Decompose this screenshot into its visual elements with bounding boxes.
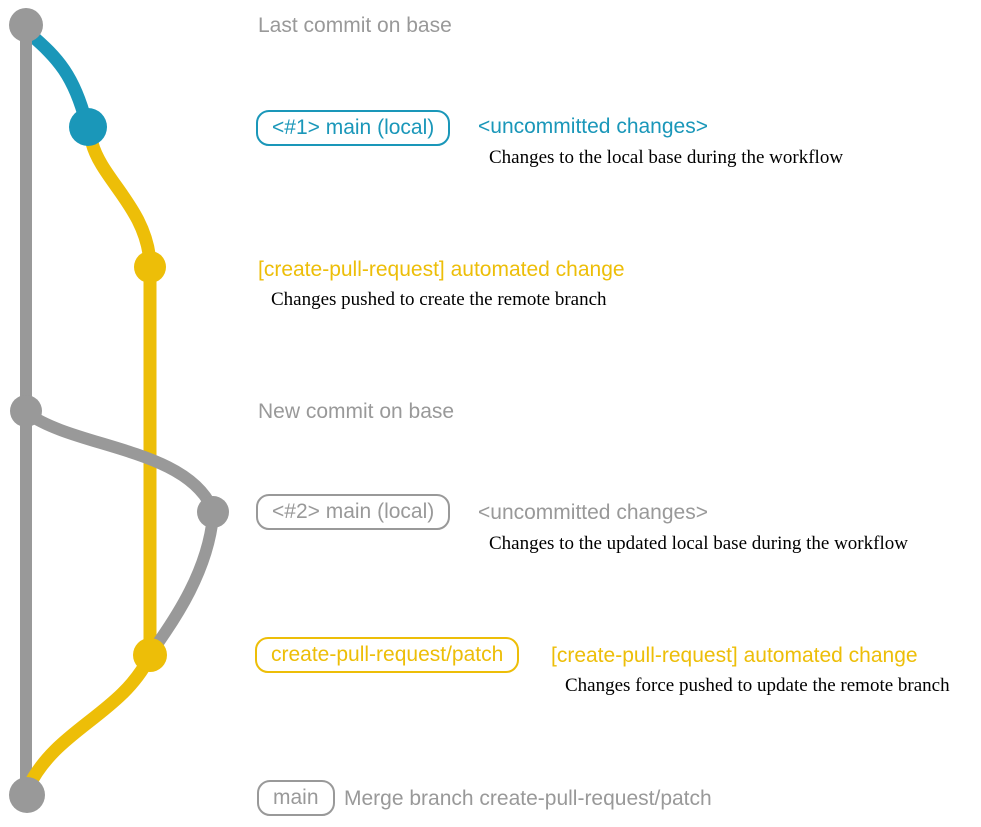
branch-badge-main-label: main [273,786,319,809]
branch-badge-main: main [257,780,335,816]
branch-badge-create-pull-request-patch: create-pull-request/patch [255,637,520,673]
branch-line-local-main-1 [23,27,93,129]
label-uncommitted-changes-1: <uncommitted changes> [478,115,708,138]
label-last-commit-on-base: Last commit on base [258,14,452,37]
commit-node-local-main-2 [197,496,229,528]
commit-node-new-base [10,395,42,427]
label-automated-change-2: [create-pull-request] automated change [551,644,918,667]
desc-automated-change-1: Changes pushed to create the remote bran… [271,289,607,310]
commit-node-automated-1 [134,251,166,283]
commit-node-merge [9,777,45,813]
branch-line-merge-to-base [21,651,156,795]
label-merge-branch: Merge branch create-pull-request/patch [344,787,712,810]
branch-line-local-main-2-in [147,510,219,656]
label-automated-change-1: [create-pull-request] automated change [258,258,625,281]
branch-line-local-main-2-out [21,407,218,514]
branch-badge-main-local-2: <#2> main (local) [256,494,451,530]
branch-badge-main-local-1-label: <#1> main (local) [272,116,435,139]
branch-badge-main-local-2-label: <#2> main (local) [272,500,435,523]
desc-automated-change-2: Changes force pushed to update the remot… [565,675,950,696]
branch-line-patch-create [85,136,157,269]
desc-uncommitted-changes-1: Changes to the local base during the wor… [489,147,844,168]
commit-node-automated-2 [133,638,167,672]
label-uncommitted-changes-2: <uncommitted changes> [478,501,708,524]
branch-badge-create-pull-request-patch-label: create-pull-request/patch [271,643,504,666]
label-new-commit-on-base: New commit on base [258,400,455,423]
commit-node-local-main-1 [69,108,107,146]
desc-uncommitted-changes-2: Changes to the updated local base during… [489,533,908,554]
branch-badge-main-local-1: <#1> main (local) [256,110,451,146]
commit-node-last-base [9,8,43,42]
